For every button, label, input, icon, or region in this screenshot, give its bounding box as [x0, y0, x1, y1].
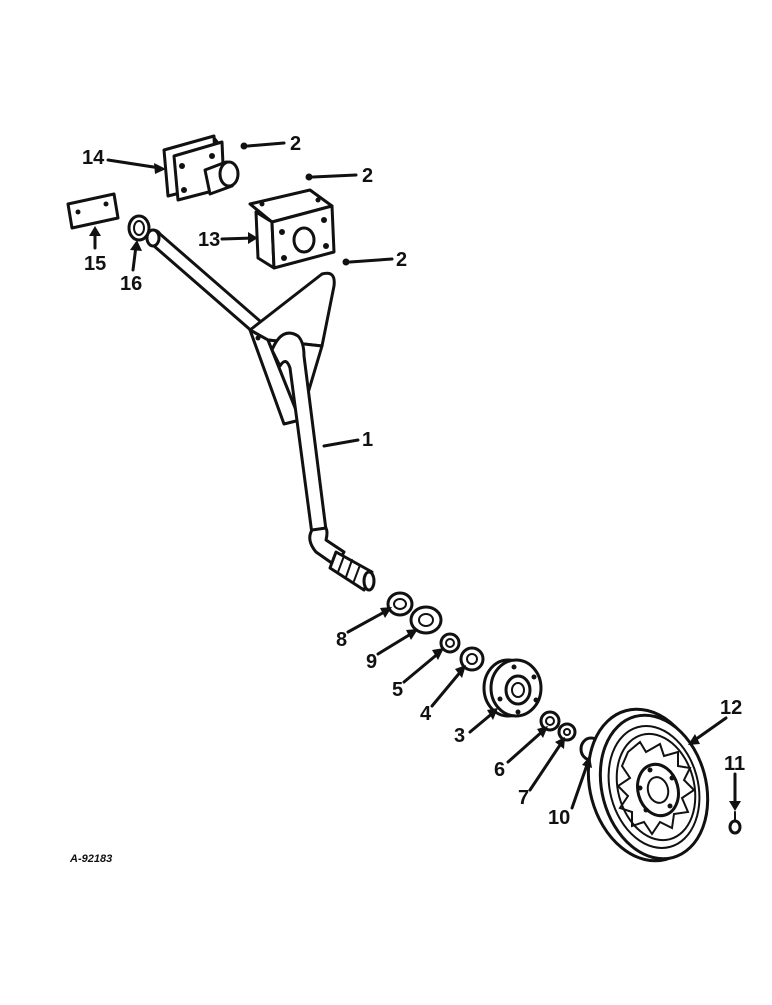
part-2-bolt-c	[342, 257, 394, 266]
callout-10: 10	[548, 807, 570, 829]
part-2-bolt-b	[305, 173, 358, 181]
callout-6: 6	[494, 759, 505, 781]
part-8-bearing	[386, 591, 414, 617]
callout-2-top: 2	[290, 133, 301, 155]
part-1-wheel-arm	[145, 228, 376, 592]
callout-13: 13	[198, 229, 220, 251]
callout-9: 9	[366, 651, 377, 673]
part-3-hub	[482, 658, 543, 718]
part-4-bearing-cup	[459, 646, 485, 672]
part-6-cone	[539, 710, 561, 732]
callout-3: 3	[454, 725, 465, 747]
figure-id: A-92183	[69, 853, 112, 865]
part-11-valve-stem	[728, 811, 742, 835]
part-12-wheel-rim	[586, 707, 710, 863]
part-2-bolt-a	[240, 141, 286, 150]
callout-4: 4	[420, 703, 432, 725]
callout-2-lower: 2	[396, 249, 407, 271]
callout-5: 5	[392, 679, 403, 701]
callout-15: 15	[84, 253, 106, 275]
callout-12: 12	[720, 697, 742, 719]
part-7-washer	[557, 722, 577, 742]
callout-2-middle: 2	[362, 165, 373, 187]
part-5-cup	[439, 632, 461, 654]
callout-8: 8	[336, 629, 347, 651]
callout-16: 16	[120, 273, 142, 295]
callout-11: 11	[724, 753, 745, 775]
callout-14: 14	[82, 147, 105, 169]
leader-lines	[89, 158, 741, 811]
callout-1: 1	[362, 429, 373, 451]
part-16-ring	[127, 214, 151, 242]
callout-labels: 1 2 2 2 3 4 5 6 7 8 9 10 11 12 13 14 15 …	[82, 133, 745, 829]
callout-7: 7	[518, 787, 529, 809]
part-9-washer	[409, 605, 443, 635]
part-13-bearing-bracket	[248, 188, 336, 270]
part-14-bearing-housing	[162, 134, 240, 202]
part-15-plate	[66, 192, 120, 230]
